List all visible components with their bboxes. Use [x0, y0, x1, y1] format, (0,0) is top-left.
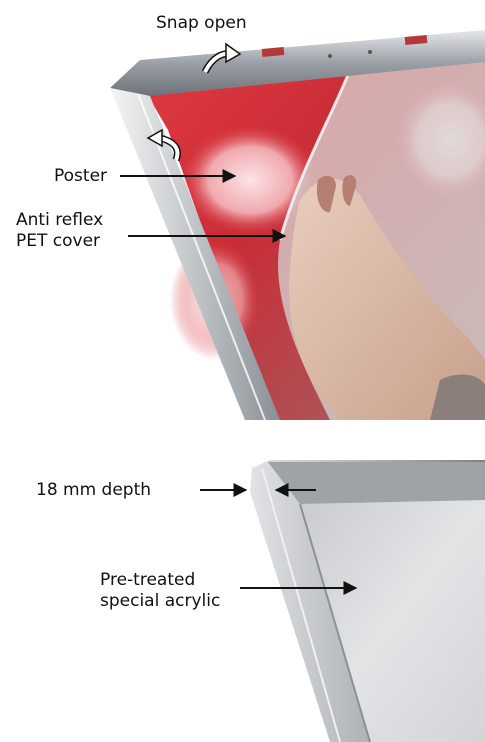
depth-label: 18 mm depth	[36, 480, 151, 501]
pet-cover-label-line2: PET cover	[16, 231, 103, 252]
closed-frame-lower	[250, 460, 485, 742]
pet-cover-label: Anti reflex PET cover	[16, 210, 103, 252]
pet-cover-label-line1: Anti reflex	[16, 210, 103, 231]
acrylic-label: Pre-treated special acrylic	[100, 570, 220, 612]
acrylic-label-line2: special acrylic	[100, 591, 220, 612]
open-frame-upper	[110, 30, 485, 420]
poster-label: Poster	[54, 166, 107, 187]
frame-lower-top-bevel	[268, 462, 485, 504]
snap-open-label: Snap open	[156, 13, 247, 34]
acrylic-label-line1: Pre-treated	[100, 570, 220, 591]
